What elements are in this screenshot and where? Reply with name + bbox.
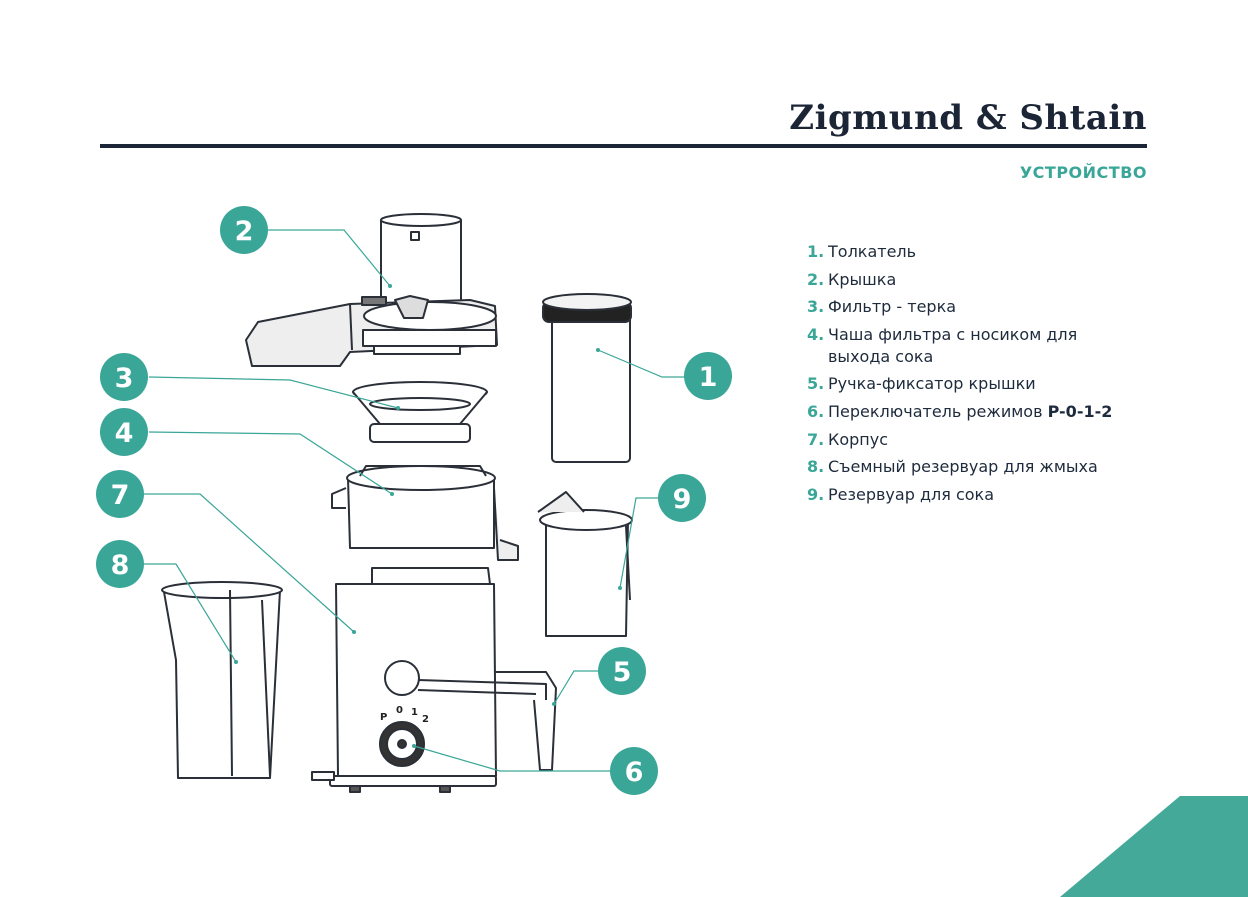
callout-badge-9: 9 [658, 474, 706, 522]
pulp-container-drawing [162, 582, 282, 778]
pusher-drawing [543, 294, 631, 462]
dial-label: 0 [396, 705, 403, 716]
callout-number: 6 [625, 757, 644, 788]
callout-badge-4: 4 [100, 408, 148, 456]
callout-badge-1: 1 [684, 352, 732, 400]
callout-number: 8 [111, 550, 130, 581]
callout-number: 2 [235, 216, 254, 247]
juice-jug-drawing [538, 492, 632, 636]
callout-badge-5: 5 [598, 647, 646, 695]
dial-label: 2 [422, 714, 429, 725]
callout-badge-2: 2 [220, 206, 268, 254]
dial-label: 1 [411, 707, 418, 718]
filter-bowl-drawing [332, 466, 518, 560]
callout-badge-3: 3 [100, 353, 148, 401]
callout-number: 9 [673, 484, 692, 515]
corner-accent-shape [1060, 796, 1248, 897]
callout-badge-7: 7 [96, 470, 144, 518]
callout-number: 5 [613, 657, 632, 688]
lid-drawing [246, 296, 497, 366]
body-drawing [312, 568, 496, 792]
callout-badge-8: 8 [96, 540, 144, 588]
filter-grater-drawing [353, 382, 487, 442]
callout-number: 3 [115, 363, 134, 394]
callout-badge-6: 6 [610, 747, 658, 795]
feed-chute-drawing [381, 214, 461, 308]
callout-number: 7 [111, 480, 130, 511]
callout-number: 1 [699, 362, 718, 393]
dial-label: P [380, 712, 387, 723]
callout-number: 4 [115, 418, 134, 449]
